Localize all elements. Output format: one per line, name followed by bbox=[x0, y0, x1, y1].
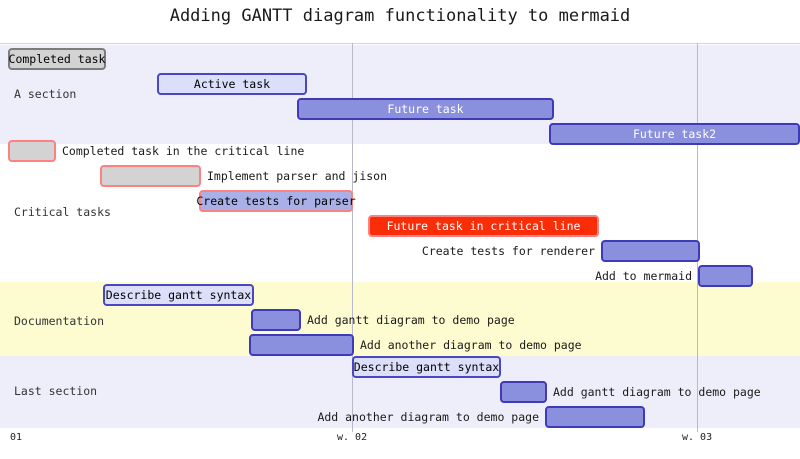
axis-tick bbox=[697, 428, 698, 432]
gantt-bar[interactable] bbox=[698, 265, 753, 287]
gantt-bar-label: Active task bbox=[193, 77, 271, 91]
gantt-bar[interactable] bbox=[549, 123, 800, 145]
gantt-bar[interactable] bbox=[103, 284, 254, 306]
gantt-bar[interactable] bbox=[500, 381, 547, 403]
gantt-bar-label: Future task2 bbox=[632, 127, 717, 141]
grid-line bbox=[697, 43, 698, 428]
grid-line bbox=[352, 43, 353, 428]
gantt-bar[interactable] bbox=[157, 73, 307, 95]
page-title: Adding GANTT diagram functionality to me… bbox=[169, 6, 631, 26]
axis-tick-label: w. 02 bbox=[337, 432, 368, 443]
gantt-bar-label: Future task bbox=[387, 102, 464, 116]
section-label-documentation: Documentation bbox=[14, 314, 105, 328]
gantt-bar-label: Describe gantt syntax bbox=[353, 360, 500, 374]
gantt-bar[interactable] bbox=[601, 240, 700, 262]
gantt-bar[interactable] bbox=[297, 98, 554, 120]
gantt-bar-label: Completed task bbox=[8, 52, 106, 66]
gantt-bar-label: Completed task in the critical line bbox=[62, 144, 305, 158]
gantt-bar-label: Create tests for parser bbox=[196, 194, 356, 208]
section-label-last-section: Last section bbox=[14, 384, 98, 398]
gantt-bar-label: Add gantt diagram to demo page bbox=[307, 313, 515, 327]
gantt-bar[interactable] bbox=[249, 334, 354, 356]
gantt-bar[interactable] bbox=[8, 48, 106, 70]
axis-tick-label: 01 bbox=[10, 432, 23, 443]
section-label-critical-tasks: Critical tasks bbox=[14, 205, 111, 219]
section-label-a-section: A section bbox=[14, 87, 77, 101]
time-axis: 01 w. 02 w. 03 bbox=[0, 428, 800, 459]
axis-tick bbox=[352, 428, 353, 432]
axis-tick-label: w. 03 bbox=[682, 432, 713, 443]
gantt-bar-label: Add gantt diagram to demo page bbox=[553, 385, 761, 399]
gantt-bar-label: Add another diagram to demo page bbox=[360, 338, 582, 352]
gantt-bar[interactable] bbox=[251, 309, 301, 331]
plot-top-border bbox=[0, 43, 800, 44]
gantt-bar[interactable] bbox=[368, 215, 599, 237]
gantt-bar[interactable] bbox=[545, 406, 645, 428]
gantt-bar-label: Describe gantt syntax bbox=[105, 288, 252, 302]
gantt-bar[interactable] bbox=[199, 190, 353, 212]
gantt-bar[interactable] bbox=[352, 356, 501, 378]
gantt-bar-label: Implement parser and jison bbox=[207, 169, 388, 183]
gantt-bar-label: Add another diagram to demo page bbox=[317, 410, 539, 424]
gantt-bar-label: Future task in critical line bbox=[386, 219, 581, 233]
gantt-bar-label: Create tests for renderer bbox=[421, 244, 595, 258]
gantt-bar[interactable] bbox=[100, 165, 201, 187]
gantt-bar-label: Add to mermaid bbox=[595, 269, 692, 283]
gantt-bar[interactable] bbox=[8, 140, 56, 162]
